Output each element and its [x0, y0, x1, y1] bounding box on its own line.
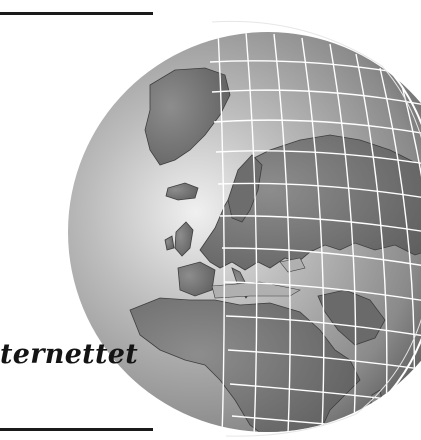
land-greenland	[144, 67, 231, 166]
land-iceland	[165, 182, 199, 201]
globe-rim	[204, 15, 421, 440]
top-rule	[0, 12, 153, 15]
globe-land	[129, 67, 421, 432]
land-africa	[129, 297, 361, 432]
sea-black	[279, 257, 306, 273]
bottom-rule	[0, 428, 153, 431]
land-iberia	[177, 261, 216, 297]
land-britain	[174, 221, 194, 257]
land-arabia	[317, 289, 386, 346]
globe-rim-inner	[211, 20, 421, 437]
land-scandinavia	[227, 154, 263, 223]
page-title: ternettet	[0, 339, 138, 370]
land-ireland	[164, 235, 175, 251]
